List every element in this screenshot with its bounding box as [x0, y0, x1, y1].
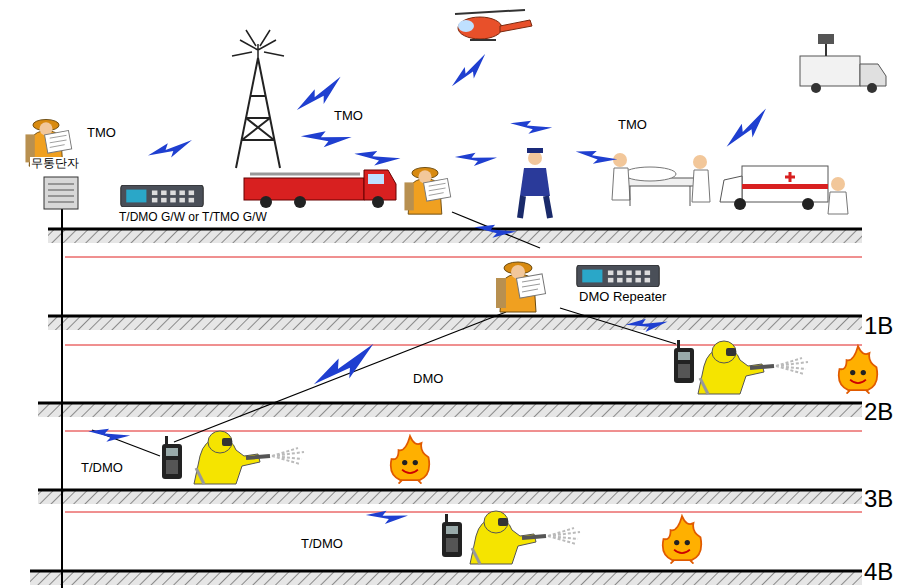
fire-flame: [839, 346, 878, 394]
helicopter: [455, 10, 532, 40]
mode-label: TMO: [333, 109, 364, 123]
fire-flame: [663, 516, 702, 564]
gateway-label: T/DMO G/W or T/TMO G/W: [118, 211, 268, 224]
radio-links: [92, 212, 676, 456]
mode-label: T/DMO: [80, 461, 124, 475]
floor-label: 4B: [864, 560, 893, 584]
mode-label: TMO: [86, 126, 117, 140]
terminal-label: 무통단자: [30, 157, 80, 170]
radio-tower: [232, 30, 284, 168]
radio-bolts: [87, 54, 775, 531]
firefighter-hose: [470, 511, 580, 564]
mode-label: TMO: [617, 118, 648, 132]
mode-label: DMO: [412, 372, 444, 386]
repeater-label: DMO Repeater: [578, 290, 667, 304]
ambulance: [720, 166, 848, 214]
firefighter-commander: [404, 167, 450, 214]
floor-label: 2B: [864, 400, 893, 424]
paramedic-stretcher: [612, 153, 710, 206]
police-officer: [520, 148, 550, 218]
handheld-radio: [674, 340, 694, 383]
mode-label: T/DMO: [300, 537, 344, 551]
floor-slabs: [30, 229, 862, 585]
firefighter-hose: [194, 431, 304, 484]
terminal-cabinet: [44, 177, 78, 209]
floor-label: 1B: [864, 314, 893, 338]
handheld-radio: [442, 514, 462, 557]
fire-flame: [391, 436, 430, 484]
firefighter-hose: [698, 341, 808, 394]
riser-cable: [61, 208, 63, 588]
firefighter-commander: [496, 262, 546, 312]
fire-truck: [244, 170, 396, 208]
gateway-device: [121, 185, 204, 207]
dmo-repeater-device: [577, 265, 660, 287]
floor-label: 3B: [864, 487, 893, 511]
communication-truck: [800, 34, 886, 93]
handheld-radio: [162, 436, 182, 479]
